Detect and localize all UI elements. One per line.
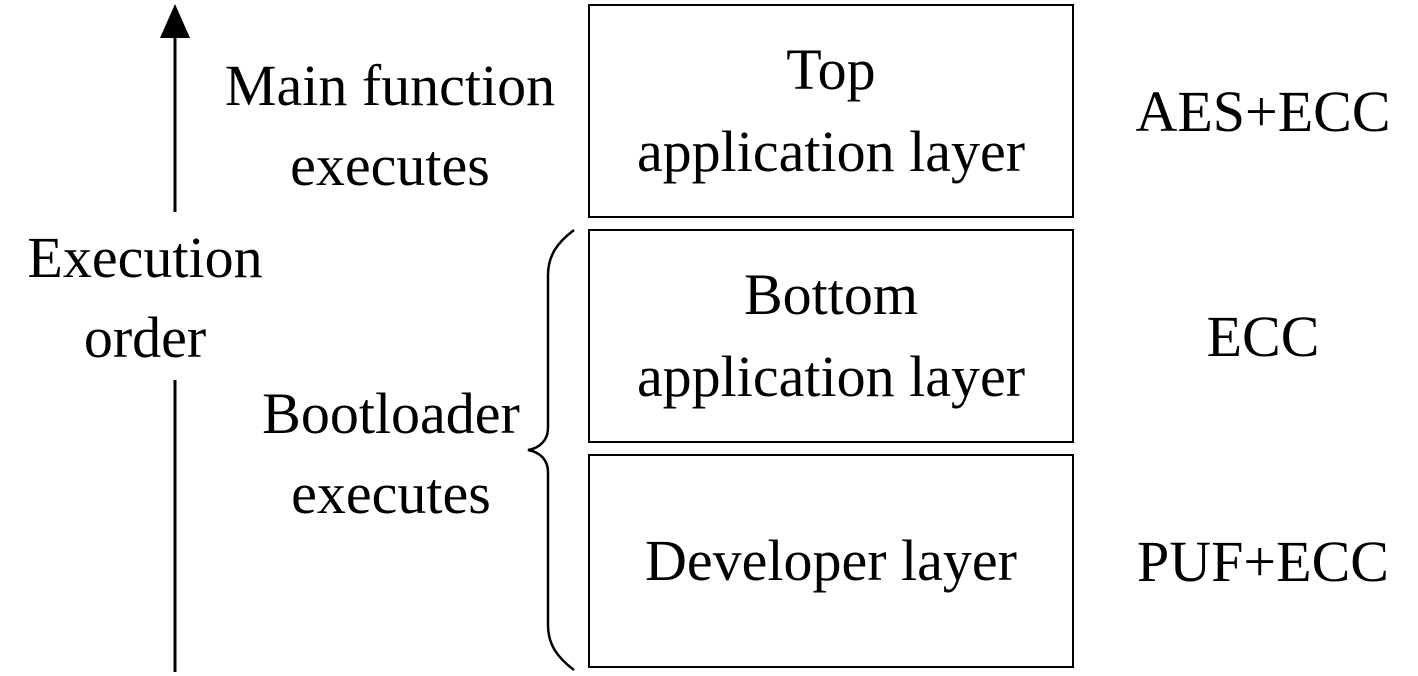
layer-box-top-application: Top application layer	[588, 4, 1074, 218]
bootloader-line1: Bootloader	[262, 381, 520, 446]
bootloader-phase-label: Bootloader executes	[236, 374, 546, 534]
main-function-line2: executes	[290, 133, 490, 198]
layer-bottom-line2: application layer	[636, 344, 1026, 409]
main-function-phase-label: Main function executes	[192, 46, 588, 206]
layer-bottom-line1: Bottom	[743, 262, 919, 327]
layer-box-bottom-application: Bottom application layer	[588, 229, 1074, 443]
execution-order-label: Execution order	[0, 218, 290, 378]
layer-box-developer: Developer layer	[588, 454, 1074, 668]
layer-top-line2: application layer	[636, 119, 1026, 184]
layer-developer-line1: Developer layer	[645, 528, 1017, 593]
execution-order-line2: order	[83, 305, 207, 370]
crypto-label-bottom: ECC	[1206, 304, 1320, 369]
crypto-label-developer: PUF+ECC	[1137, 529, 1389, 594]
execution-arrow-head	[160, 4, 190, 38]
main-function-line1: Main function	[224, 53, 556, 118]
bootloader-brace	[527, 229, 575, 671]
layer-top-line1: Top	[786, 37, 876, 102]
crypto-label-top: AES+ECC	[1135, 79, 1391, 144]
execution-order-line1: Execution	[27, 225, 263, 290]
bootloader-line2: executes	[291, 461, 491, 526]
